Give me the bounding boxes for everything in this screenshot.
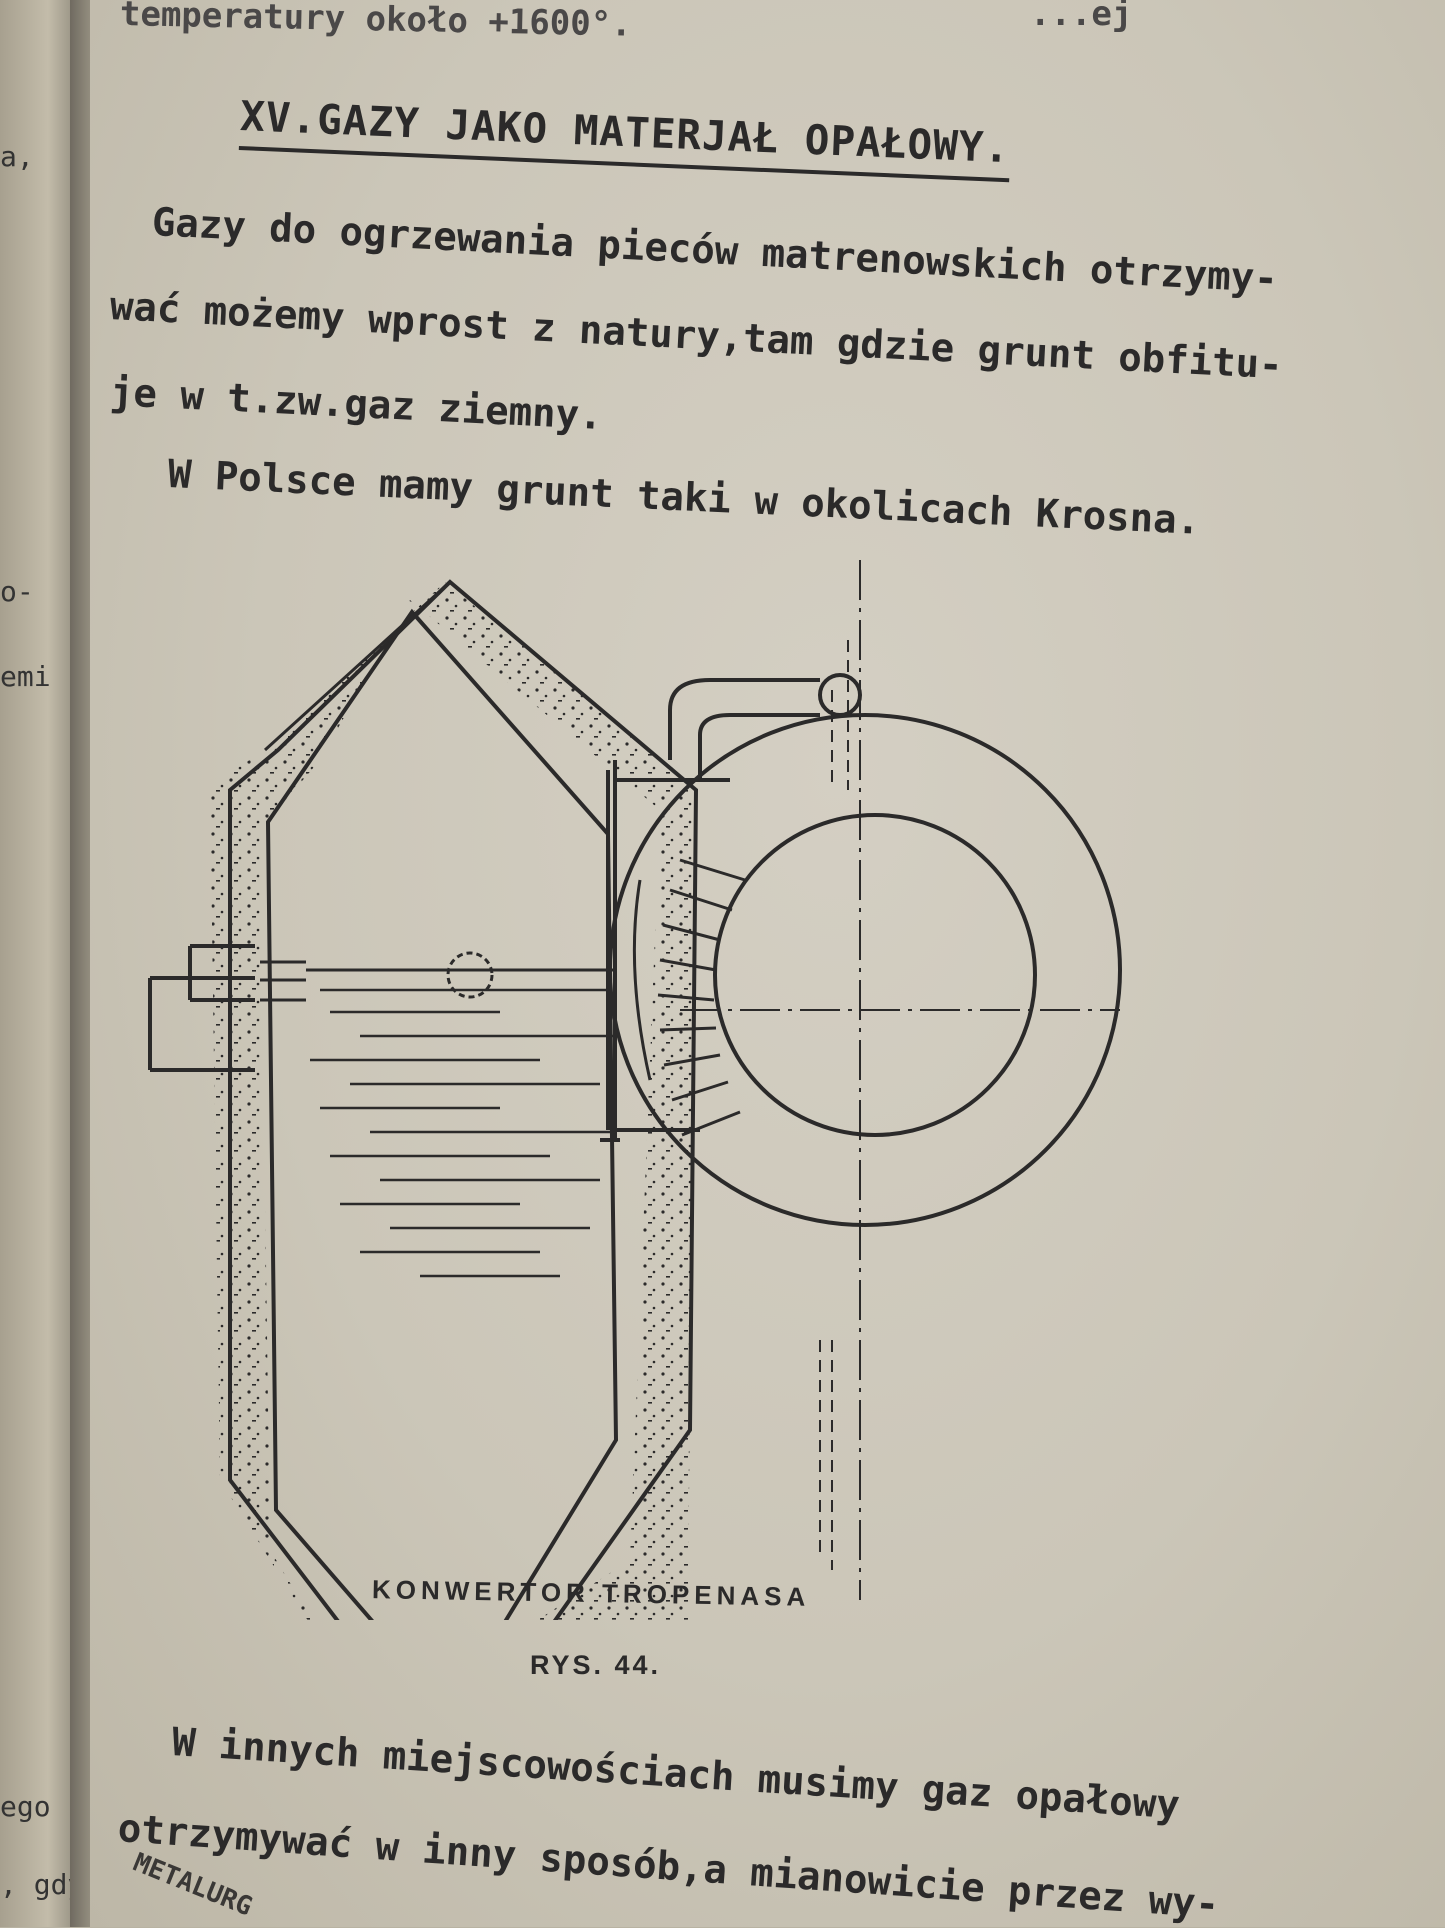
section-heading: XV.GAZY JAKO MATERJAŁ OPAŁOWY. xyxy=(238,92,1012,183)
paragraph-line: Gazy do ogrzewania pieców matrenowskich … xyxy=(150,200,1279,302)
left-page-fragment: ego xyxy=(0,1790,51,1823)
figure-number: RYS. 44. xyxy=(530,1650,662,1680)
paragraph-line: otrzymywać w inny sposób,a mianowicie pr… xyxy=(116,1806,1221,1928)
converter-cross-section xyxy=(148,579,699,1620)
converter-plan-view xyxy=(600,560,1122,1600)
previous-text-line: temperatury około +1600°. xyxy=(119,0,633,45)
left-page-fragment: a, xyxy=(0,140,34,173)
converter-diagram xyxy=(148,560,1122,1620)
paragraph-line: wać możemy wprost z natury,tam gdzie gru… xyxy=(108,284,1284,389)
left-page-fragment: o- xyxy=(0,575,34,608)
paragraph-line: W innych miejscowościach musimy gaz opał… xyxy=(170,1720,1182,1829)
paragraph-line: W Polsce mamy grunt taki w okolicach Kro… xyxy=(166,452,1202,544)
paragraph-line: je w t.zw.gaz ziemny. xyxy=(108,370,604,440)
left-page-edge: a, o- emi ego , gdy xyxy=(0,0,84,1927)
left-page-fragment: emi xyxy=(0,660,51,693)
document-page: temperatury około +1600°. ...ej XV.GAZY … xyxy=(90,0,1445,1928)
previous-text-line-right: ...ej xyxy=(1030,0,1133,34)
